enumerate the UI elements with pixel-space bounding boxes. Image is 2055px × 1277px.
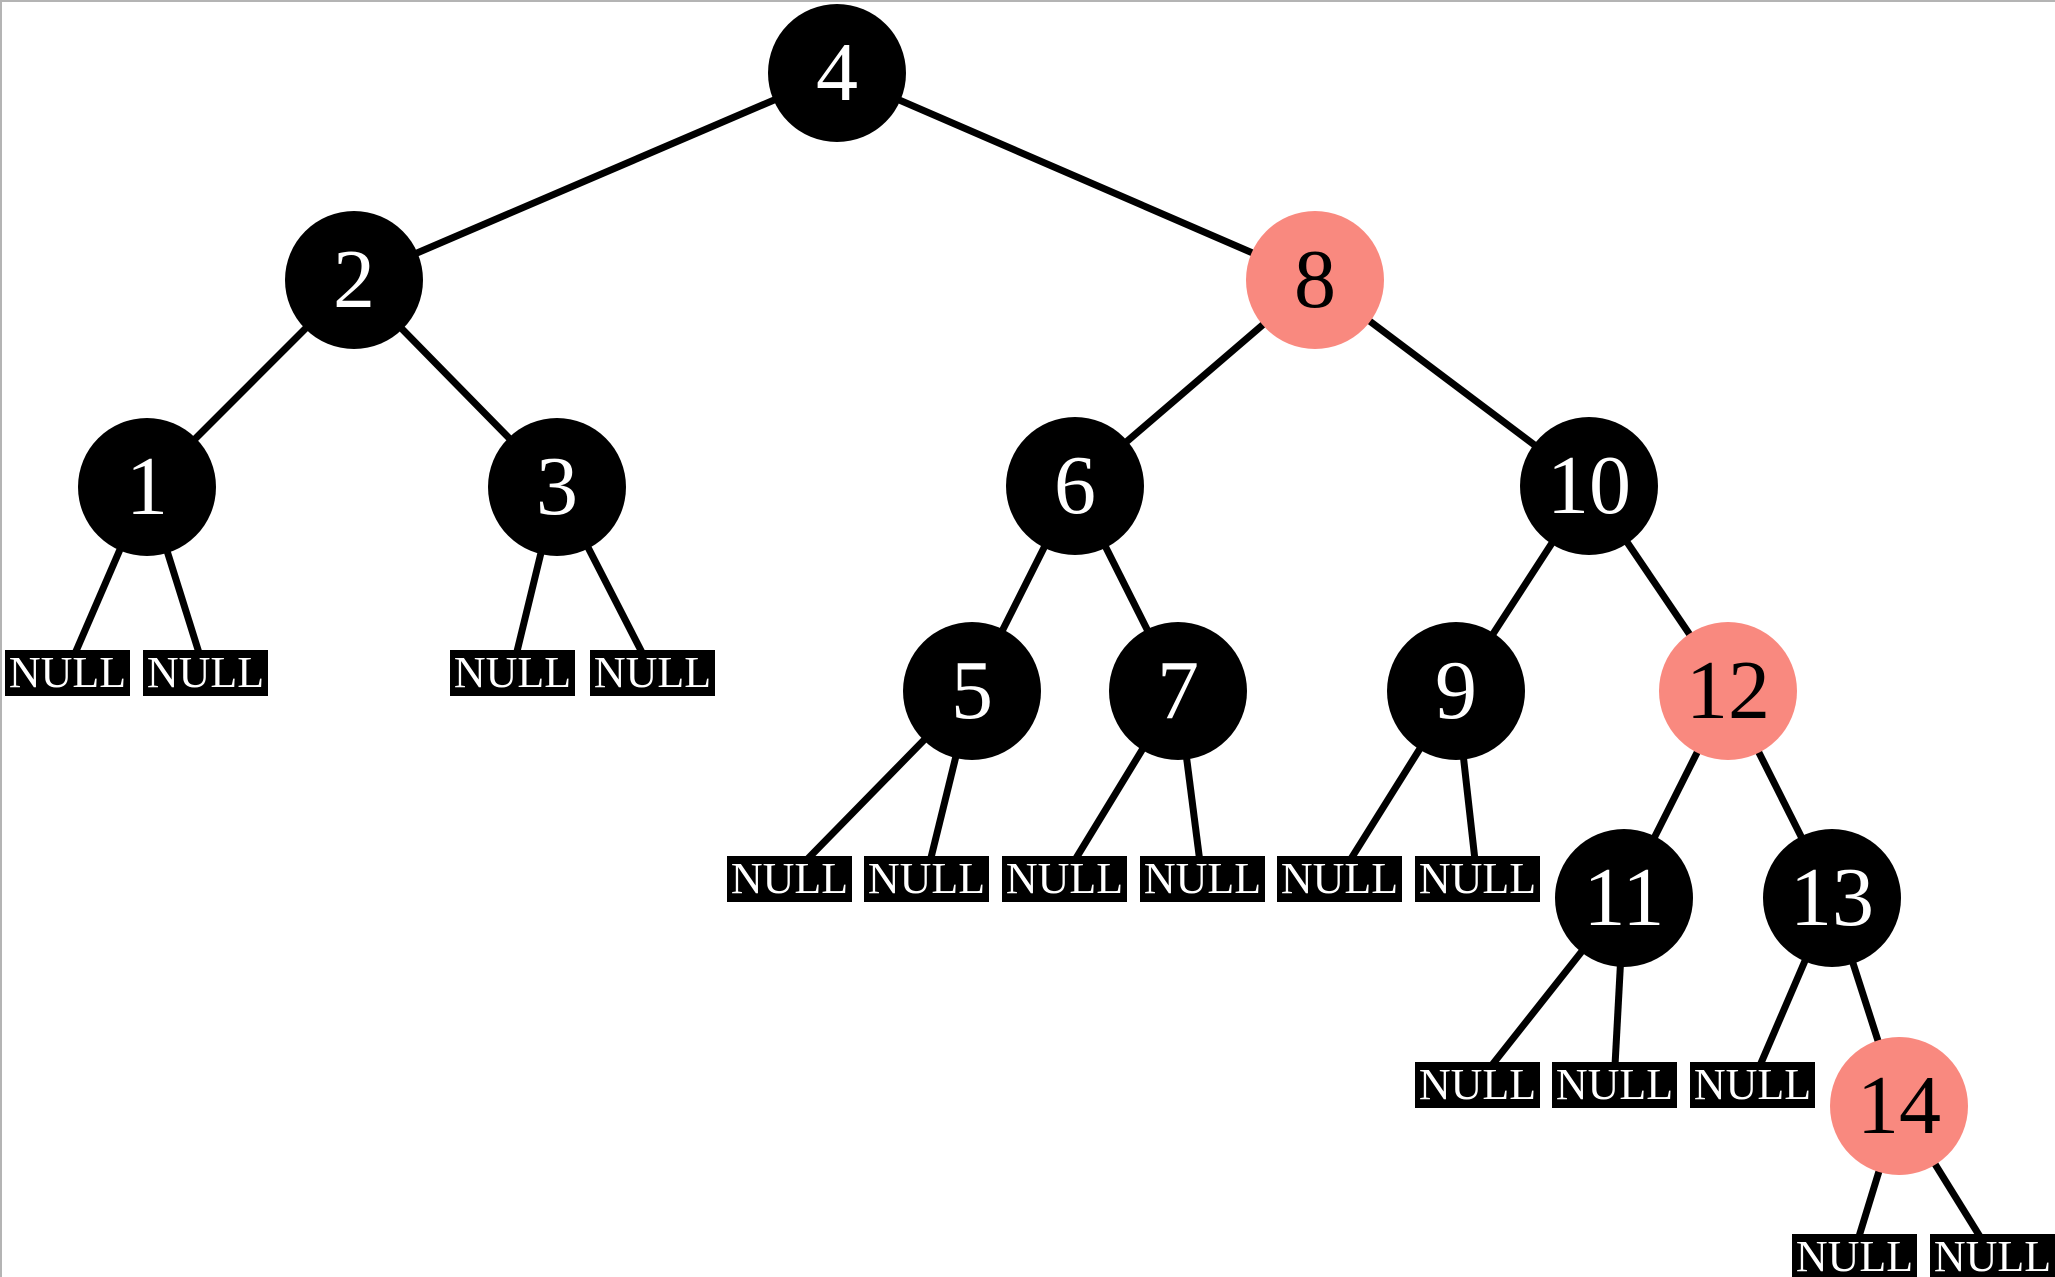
null-leaf-1-left: NULL <box>5 650 130 696</box>
null-leaf-7-left: NULL <box>1002 856 1127 902</box>
null-label: NULL <box>593 648 712 697</box>
null-leaf-9-right: NULL <box>1415 856 1540 902</box>
tree-node-3: 3 <box>488 418 626 556</box>
tree-node-4: 4 <box>768 4 906 142</box>
node-label: 4 <box>816 26 858 119</box>
null-label: NULL <box>453 648 572 697</box>
null-label: NULL <box>1795 1232 1914 1277</box>
null-label: NULL <box>1555 1060 1674 1109</box>
null-leaf-7-right: NULL <box>1140 856 1265 902</box>
tree-edge-4-2 <box>352 69 839 284</box>
tree-edge-4-8 <box>835 69 1317 284</box>
tree-node-1: 1 <box>78 418 216 556</box>
node-label: 8 <box>1294 233 1336 326</box>
null-label: NULL <box>1143 854 1262 903</box>
node-label: 11 <box>1583 851 1665 944</box>
null-leaf-1-right: NULL <box>143 650 268 696</box>
null-label: NULL <box>1933 1232 2052 1277</box>
null-label: NULL <box>1418 1060 1537 1109</box>
null-leaf-3-left: NULL <box>450 650 575 696</box>
null-label: NULL <box>1418 854 1537 903</box>
tree-node-14: 14 <box>1830 1037 1968 1175</box>
node-label: 9 <box>1435 644 1477 737</box>
node-label: 1 <box>126 440 168 533</box>
tree-node-10: 10 <box>1520 417 1658 555</box>
null-label: NULL <box>1693 1060 1812 1109</box>
tree-node-13: 13 <box>1763 829 1901 967</box>
null-leaf-13-left: NULL <box>1690 1062 1815 1108</box>
node-label: 2 <box>333 233 375 326</box>
tree-node-8: 8 <box>1246 211 1384 349</box>
null-leaf-14-right: NULL <box>1930 1234 2055 1277</box>
node-label: 7 <box>1157 644 1199 737</box>
tree-node-11: 11 <box>1555 829 1693 967</box>
tree-node-9: 9 <box>1387 622 1525 760</box>
null-leaf-5-right: NULL <box>864 856 989 902</box>
tree-node-12: 12 <box>1659 622 1797 760</box>
null-label: NULL <box>1280 854 1399 903</box>
node-label: 5 <box>951 644 993 737</box>
node-label: 3 <box>536 440 578 533</box>
tree-node-5: 5 <box>903 622 1041 760</box>
null-leaf-11-right: NULL <box>1552 1062 1677 1108</box>
tree-node-2: 2 <box>285 211 423 349</box>
null-label: NULL <box>867 854 986 903</box>
node-label: 6 <box>1054 439 1096 532</box>
tree-node-6: 6 <box>1006 417 1144 555</box>
null-label: NULL <box>730 854 849 903</box>
tree-node-7: 7 <box>1109 622 1247 760</box>
null-leaf-9-left: NULL <box>1277 856 1402 902</box>
null-label: NULL <box>1005 854 1124 903</box>
node-label: 13 <box>1790 851 1874 944</box>
null-leaf-3-right: NULL <box>590 650 715 696</box>
null-label: NULL <box>146 648 265 697</box>
null-leaf-5-left: NULL <box>727 856 852 902</box>
node-label: 14 <box>1857 1059 1941 1152</box>
null-leaf-11-left: NULL <box>1415 1062 1540 1108</box>
null-leaf-14-left: NULL <box>1792 1234 1917 1277</box>
null-label: NULL <box>8 648 127 697</box>
node-label: 12 <box>1686 644 1770 737</box>
node-label: 10 <box>1547 439 1631 532</box>
